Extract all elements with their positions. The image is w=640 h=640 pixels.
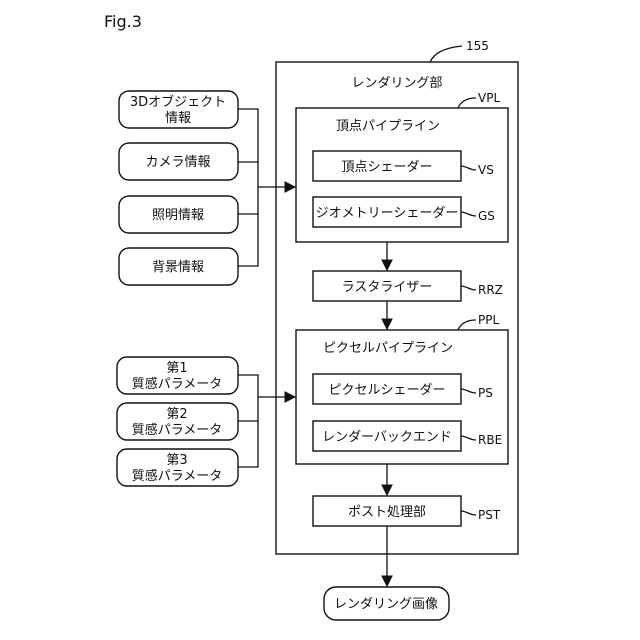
input-3d-object-info-line2: 情報 — [165, 111, 191, 126]
ref-vs: VS — [478, 163, 494, 177]
input-lighting-info-label: 照明情報 — [152, 208, 204, 223]
vertex-shader-label: 頂点シェーダー — [341, 160, 432, 175]
output-image-label: レンダリング画像 — [334, 597, 438, 612]
pixel-pipeline-title: ピクセルパイプライン — [323, 341, 453, 356]
rendering-unit-title: レンダリング部 — [351, 76, 442, 91]
geometry-shader-label: ジオメトリーシェーダー — [316, 206, 459, 221]
input-texture-param-1-line1: 第1 — [166, 361, 187, 376]
figure-title: Fig.3 — [104, 12, 142, 31]
ref-ps: PS — [478, 386, 493, 400]
post-processing-label: ポスト処理部 — [348, 505, 426, 520]
input-texture-param-3-line2: 質感パラメータ — [132, 468, 223, 484]
pixel-shader-label: ピクセルシェーダー — [328, 383, 445, 398]
input-background-info-label: 背景情報 — [152, 260, 204, 275]
input-texture-param-3-line1: 第3 — [166, 453, 187, 468]
render-backend-label: レンダーバックエンド — [322, 430, 452, 445]
lower-input-bus — [238, 375, 258, 467]
input-texture-param-1-line2: 質感パラメータ — [132, 376, 223, 392]
input-texture-param-2-line2: 質感パラメータ — [132, 422, 223, 438]
ref-rbe: RBE — [478, 433, 502, 447]
ref-rrz: RRZ — [478, 283, 503, 297]
ref-leader-155 — [430, 46, 462, 62]
ref-155: 155 — [466, 39, 489, 53]
vertex-pipeline-title: 頂点パイプライン — [336, 119, 440, 134]
input-camera-info-label: カメラ情報 — [145, 155, 210, 170]
ref-ppl: PPL — [478, 313, 499, 327]
upper-input-bus — [238, 109, 258, 266]
ref-gs: GS — [478, 209, 495, 223]
rasterizer-label: ラスタライザー — [342, 280, 433, 295]
input-3d-object-info-line1: 3Dオブジェクト — [130, 94, 226, 110]
ref-vpl: VPL — [478, 91, 500, 105]
input-texture-param-2-line1: 第2 — [166, 407, 187, 422]
ref-pst: PST — [478, 508, 501, 522]
